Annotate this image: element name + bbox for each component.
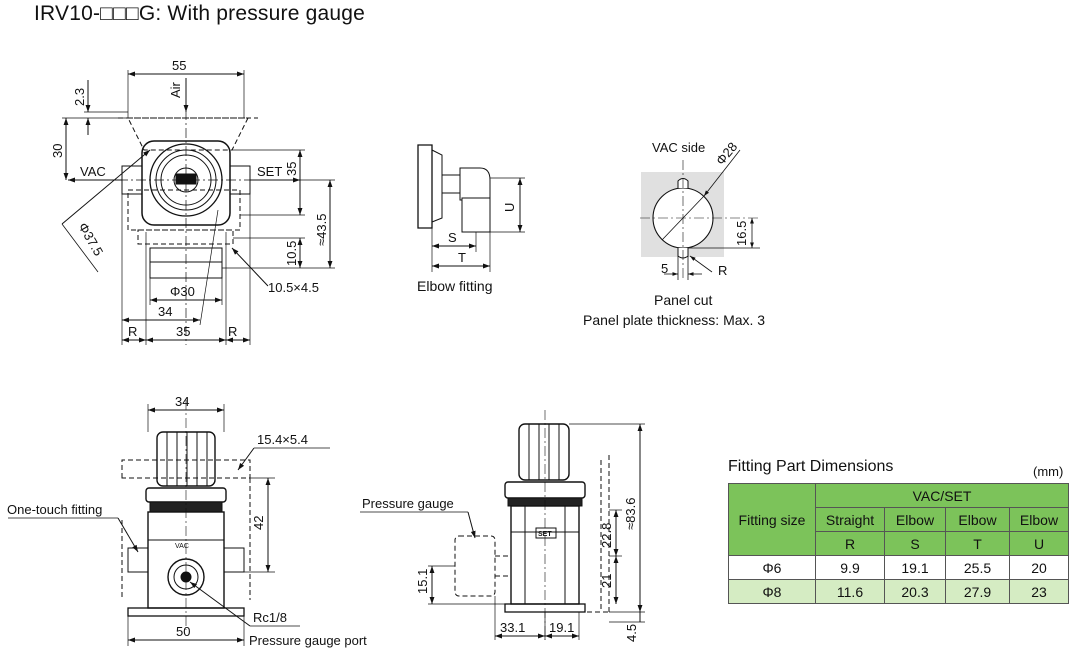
col-group-vac-set: VAC/SET [815,483,1069,508]
col-letter-t: T [945,531,1010,556]
col-letter-s: S [884,531,946,556]
elbow-dim-s: S [448,230,457,245]
elbow-dim-u: U [502,203,517,212]
dim-2-3: 2.3 [72,88,87,106]
panel-dim-5: 5 [661,261,668,276]
cell-t: 27.9 [945,579,1010,604]
col-letter-r: R [815,531,885,556]
dim-43-5: ≈43.5 [314,214,329,246]
cell-u: 23 [1009,579,1069,604]
fitting-table-unit: (mm) [1033,464,1064,479]
side-dim-4-5: 4.5 [624,624,639,642]
col-elbow-s: Elbow [884,507,946,532]
panel-dim-r: R [718,263,727,278]
table-row: Φ8 11.6 20.3 27.9 23 [728,579,1069,604]
side-set-mark: SET [538,531,552,538]
row-size: Φ6 [728,555,816,580]
cell-r: 11.6 [815,579,885,604]
cell-u: 20 [1009,555,1069,580]
cell-s: 20.3 [884,579,946,604]
one-touch-fitting-label: One-touch fitting [7,502,102,517]
dim-r-right: R [228,324,237,339]
page-title: IRV10-□□□G: With pressure gauge [34,2,366,25]
elbow-dim-t: T [458,250,466,265]
fitting-dimensions-table: Fitting size VAC/SET Straight Elbow Elbo… [728,483,1069,604]
col-fitting-size: Fitting size [728,483,816,556]
panel-dim-16-5: 16.5 [734,221,749,246]
pressure-gauge-port-label: Pressure gauge port [249,633,367,648]
side-dim-15-1: 15.1 [415,569,430,594]
table-header-row: Fitting size VAC/SET [728,483,1069,556]
dim-34-top: 34 [158,304,172,319]
col-straight: Straight [815,507,885,532]
fitting-table-title: Fitting Part Dimensions [728,458,894,475]
side-dim-22-8: 22.8 [599,523,614,548]
front-dim-50: 50 [176,624,190,639]
side-dim-33-1: 33.1 [500,620,525,635]
dim-phi37-5: Φ37.5 [75,220,106,258]
col-letter-u: U [1009,531,1069,556]
side-dim-21: 21 [599,574,614,588]
air-label: Air [168,81,183,98]
row-size: Φ8 [728,579,816,604]
pressure-gauge-label: Pressure gauge [362,496,454,511]
dim-35-vertical: 35 [284,162,299,176]
cell-r: 9.9 [815,555,885,580]
top-view [61,70,335,345]
table-header-row: Straight Elbow Elbow Elbow [729,507,1069,532]
panel-vac-side: VAC side [652,140,705,155]
rc18-label: Rc1/8 [253,610,287,625]
side-dim-83-6: ≈83.6 [623,498,638,530]
dim-35-horizontal: 35 [176,324,190,339]
elbow-fitting-caption: Elbow fitting [417,278,492,294]
panel-thickness-note: Panel plate thickness: Max. 3 [583,312,765,328]
col-elbow-t: Elbow [945,507,1010,532]
front-vac-mark: VAC [175,543,189,550]
side-dim-19-1: 19.1 [549,620,574,635]
dim-30: 30 [50,144,65,158]
cell-t: 25.5 [945,555,1010,580]
col-elbow-u: Elbow [1009,507,1069,532]
dim-phi30: Φ30 [170,284,195,299]
elbow-fitting-drawing [417,144,525,272]
cell-s: 19.1 [884,555,946,580]
vac-label: VAC [80,164,106,179]
dim-10-5x4-5: 10.5×4.5 [268,280,319,295]
dim-10-5: 10.5 [284,241,299,266]
dim-55: 55 [172,58,186,73]
dim-r-left: R [128,324,137,339]
table-header-row: R S T U [729,531,1069,556]
front-dim-15-4x5-4: 15.4×5.4 [257,432,308,447]
set-label: SET [257,164,282,179]
front-dim-34: 34 [175,394,189,409]
side-view [360,410,645,640]
front-view [8,400,330,646]
table-row: Φ6 9.9 19.1 25.5 20 [728,555,1069,580]
front-dim-42: 42 [251,516,266,530]
panel-cut-drawing [640,149,760,280]
panel-dim-phi28: Φ28 [713,139,740,168]
panel-cut-caption: Panel cut [654,292,712,308]
